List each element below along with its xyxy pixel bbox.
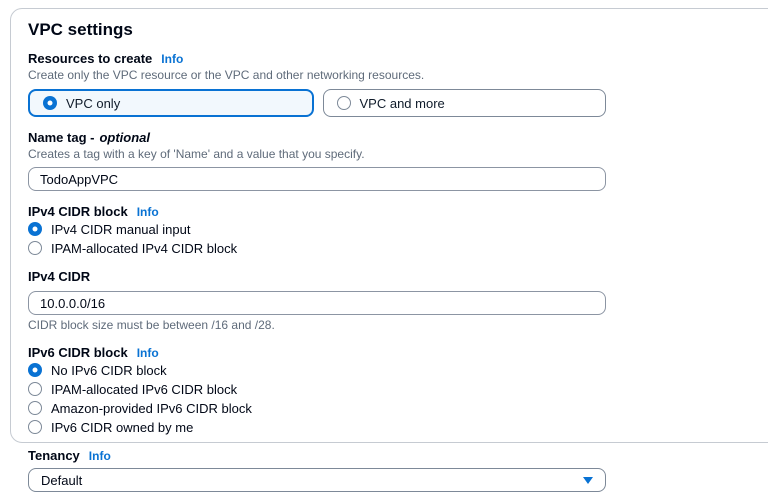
radio-unselected-icon[interactable] <box>28 382 42 396</box>
name-tag-input[interactable] <box>28 167 606 191</box>
resources-label: Resources to create <box>28 51 153 66</box>
ipv4-cidr-label: IPv4 CIDR <box>28 269 91 284</box>
tenancy-select[interactable]: Default <box>28 468 606 492</box>
resources-description: Create only the VPC resource or the VPC … <box>28 68 425 82</box>
radio-selected-icon[interactable] <box>28 363 42 377</box>
radio-selected-icon[interactable] <box>43 96 57 110</box>
radio-option-ipv6-ipam[interactable]: IPAM-allocated IPv6 CIDR block <box>28 381 768 397</box>
ipv4-cidr-block-section: IPv4 CIDR block Info IPv4 CIDR manual in… <box>28 204 768 256</box>
name-tag-description: Creates a tag with a key of 'Name' and a… <box>28 147 365 161</box>
radio-option-label: IPv6 CIDR owned by me <box>51 419 194 435</box>
resources-info-link[interactable]: Info <box>161 52 184 66</box>
radio-unselected-icon[interactable] <box>336 96 351 110</box>
name-tag-optional-label: optional <box>99 130 151 145</box>
radio-selected-icon[interactable] <box>28 222 42 236</box>
radio-option-label: IPv4 CIDR manual input <box>51 221 191 237</box>
tile-vpc-only-label: VPC only <box>66 95 121 111</box>
vpc-settings-panel: VPC settings Resources to create Info Cr… <box>10 8 768 492</box>
tenancy-label: Tenancy <box>28 448 80 463</box>
radio-option-label: IPAM-allocated IPv4 CIDR block <box>51 240 238 256</box>
ipv6-block-info-link[interactable]: Info <box>136 346 159 360</box>
ipv6-block-label: IPv6 CIDR block <box>28 345 128 360</box>
radio-unselected-icon[interactable] <box>28 241 42 255</box>
ipv4-cidr-constraint: CIDR block size must be between /16 and … <box>28 318 275 332</box>
tile-vpc-and-more[interactable]: VPC and more <box>322 89 606 117</box>
ipv4-block-label: IPv4 CIDR block <box>28 204 128 219</box>
ipv4-cidr-section: IPv4 CIDR CIDR block size must be betwee… <box>28 269 768 332</box>
tenancy-selected-value: Default <box>41 472 83 488</box>
resources-to-create-section: Resources to create Info Create only the… <box>28 51 768 117</box>
tile-vpc-only[interactable]: VPC only <box>28 89 314 117</box>
radio-option-label: IPAM-allocated IPv6 CIDR block <box>51 381 238 397</box>
radio-option-ipv6-owned[interactable]: IPv6 CIDR owned by me <box>28 419 768 435</box>
name-tag-label: Name tag - <box>28 130 95 145</box>
page-title: VPC settings <box>28 20 133 39</box>
tile-vpc-and-more-label: VPC and more <box>359 95 445 111</box>
radio-option-label: Amazon-provided IPv6 CIDR block <box>51 400 252 416</box>
radio-option-ipv4-ipam[interactable]: IPAM-allocated IPv4 CIDR block <box>28 240 768 256</box>
radio-option-label: No IPv6 CIDR block <box>51 362 167 378</box>
ipv4-cidr-input[interactable] <box>28 291 606 315</box>
tenancy-info-link[interactable]: Info <box>88 449 111 463</box>
radio-option-ipv4-manual[interactable]: IPv4 CIDR manual input <box>28 221 768 237</box>
name-tag-section: Name tag - optional Creates a tag with a… <box>28 130 768 191</box>
radio-unselected-icon[interactable] <box>28 401 42 415</box>
caret-down-icon <box>583 476 593 484</box>
ipv4-block-info-link[interactable]: Info <box>136 205 159 219</box>
ipv6-cidr-block-section: IPv6 CIDR block Info No IPv6 CIDR block … <box>28 345 768 435</box>
radio-unselected-icon[interactable] <box>28 420 42 434</box>
radio-option-ipv6-amazon[interactable]: Amazon-provided IPv6 CIDR block <box>28 400 768 416</box>
resources-tile-group: VPC only VPC and more <box>28 89 606 117</box>
radio-option-no-ipv6[interactable]: No IPv6 CIDR block <box>28 362 768 378</box>
